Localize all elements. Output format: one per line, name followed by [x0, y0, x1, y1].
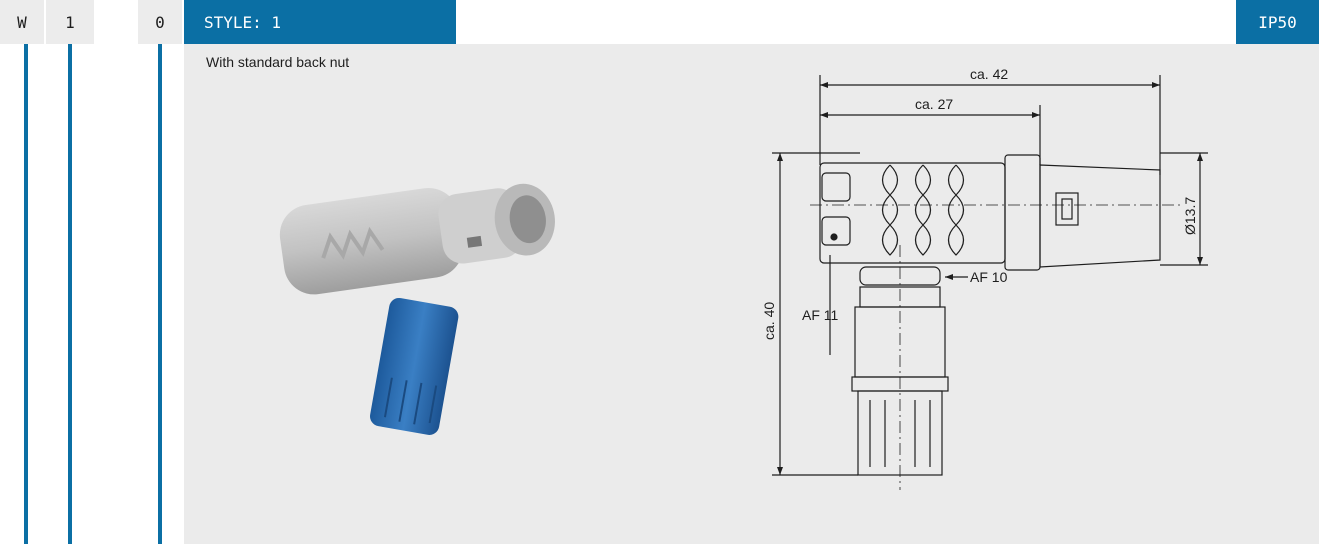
code-cell-0: 0 [138, 0, 182, 44]
ip-rating-label: IP50 [1258, 12, 1297, 32]
dim-diameter: Ø13.7 [1182, 197, 1198, 235]
connector-line-w [24, 44, 28, 544]
ip-rating-badge: IP50 [1236, 0, 1319, 44]
af-upper-label: AF 10 [970, 269, 1008, 285]
af-lower-label: AF 11 [802, 307, 839, 323]
technical-drawing: ca. 42 ca. 27 ca. 40 Ø13.7 AF 10 AF 11 [761, 66, 1208, 490]
dim-body-length: ca. 27 [915, 96, 953, 112]
dim-height: ca. 40 [761, 302, 777, 340]
style-header: STYLE: 1 [184, 0, 456, 44]
dim-total-length: ca. 42 [970, 66, 1008, 82]
connector-line-1 [68, 44, 72, 544]
connector-line-0 [158, 44, 162, 544]
content-panel [184, 44, 1319, 544]
code-cell-1: 1 [46, 0, 94, 44]
style-label: STYLE: 1 [204, 12, 282, 32]
code-cell-w: W [0, 0, 44, 44]
connector-photo [279, 183, 555, 435]
style-description: With standard back nut [206, 54, 350, 70]
